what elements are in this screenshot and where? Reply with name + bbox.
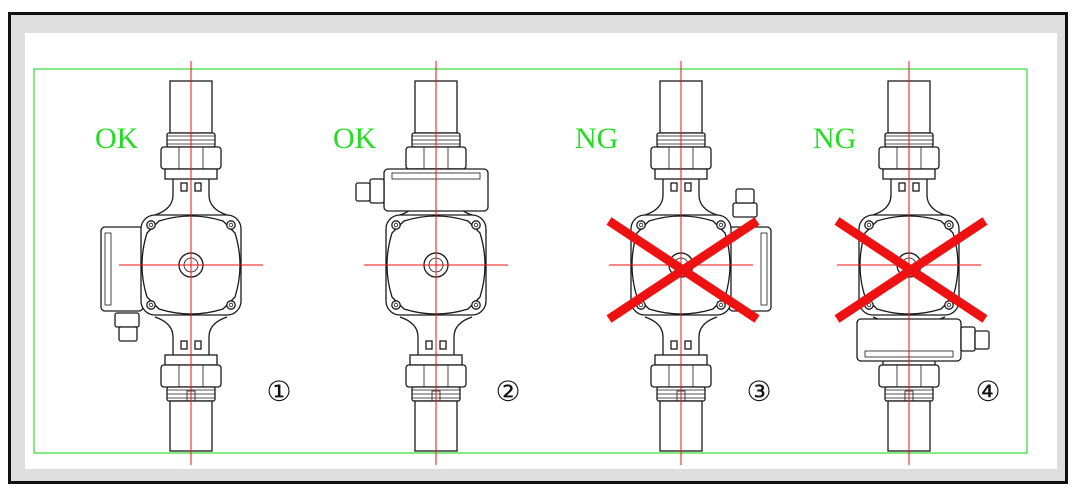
cable-gland-nut (974, 330, 990, 350)
motor-housing (386, 215, 486, 315)
figure-number-4: ④ (975, 375, 1000, 408)
green-border (33, 68, 1028, 454)
status-label-2: OK (333, 122, 377, 155)
port-tab (670, 182, 678, 192)
screw-head (228, 302, 234, 308)
diagram-panel: OK ① OK ② NG ③ NG ④ (25, 33, 1057, 469)
figure-number-1: ① (266, 375, 291, 408)
cross-stroke (606, 217, 760, 323)
cable-gland-nut (735, 188, 755, 204)
screw-head (473, 222, 479, 228)
status-label-3: NG (575, 122, 618, 155)
port-tab (670, 340, 678, 350)
volute-neck-bottom (154, 316, 228, 355)
screw-head (148, 222, 154, 228)
volute-neck-bottom (399, 316, 473, 355)
figure-frame: OK ① OK ② NG ③ NG ④ (8, 12, 1068, 484)
status-label-1: OK (95, 122, 139, 155)
screw-icon (226, 300, 236, 310)
pump-orientation-diagram: OK ① OK ② NG ③ NG ④ (33, 61, 1028, 465)
port-tab (194, 340, 202, 350)
port-tab (425, 340, 433, 350)
cross-out-icon (606, 217, 760, 323)
terminal-box-lid (104, 232, 112, 306)
status-label-4: NG (813, 122, 856, 155)
screw-head (473, 302, 479, 308)
motor-housing (141, 215, 241, 315)
port-tab (180, 182, 188, 192)
cable-gland-nut (118, 326, 138, 342)
screw-head (393, 302, 399, 308)
screw-icon (471, 300, 481, 310)
volute-neck-bottom (644, 316, 718, 355)
screw-icon (391, 220, 401, 230)
circulation-pump-icon (355, 61, 508, 465)
port-tab (684, 340, 692, 350)
port-tab (194, 182, 202, 192)
screw-icon (146, 300, 156, 310)
screw-icon (944, 300, 954, 310)
screw-icon (471, 220, 481, 230)
motor-housing (631, 215, 731, 315)
screw-icon (716, 220, 726, 230)
circulation-pump-icon (837, 61, 990, 465)
screw-icon (636, 220, 646, 230)
port-tab (912, 182, 920, 192)
volute-neck-top (644, 179, 718, 216)
cable-gland-icon (114, 312, 140, 328)
volute-neck-top (154, 179, 228, 216)
motor-housing (859, 215, 959, 315)
screw-icon (864, 220, 874, 230)
cross-out-icon (834, 217, 988, 323)
screw-head (946, 302, 952, 308)
screw-head (148, 302, 154, 308)
cable-gland-nut (355, 182, 371, 202)
screw-head (718, 222, 724, 228)
circulation-pump-icon (100, 61, 263, 465)
pumps-layer: OK ① OK ② NG ③ NG ④ (95, 61, 1001, 465)
volute-neck-top (872, 179, 946, 216)
cable-gland-icon (369, 178, 385, 204)
screw-icon (226, 220, 236, 230)
port-tab (439, 340, 447, 350)
screw-head (946, 222, 952, 228)
port-tab (684, 182, 692, 192)
terminal-box (100, 226, 144, 312)
cable-gland-icon (732, 202, 758, 218)
cable-gland-icon (960, 326, 976, 352)
figure-number-3: ③ (746, 375, 771, 408)
screw-head (866, 222, 872, 228)
cross-stroke (834, 217, 988, 323)
port-tab (180, 340, 188, 350)
screw-head (718, 302, 724, 308)
screw-icon (391, 300, 401, 310)
screw-head (228, 222, 234, 228)
screw-icon (146, 220, 156, 230)
figure-number-2: ② (495, 375, 520, 408)
screw-icon (944, 220, 954, 230)
port-tab (898, 182, 906, 192)
screw-head (393, 222, 399, 228)
screw-head (638, 222, 644, 228)
terminal-box-lid (760, 232, 768, 306)
screw-icon (716, 300, 726, 310)
